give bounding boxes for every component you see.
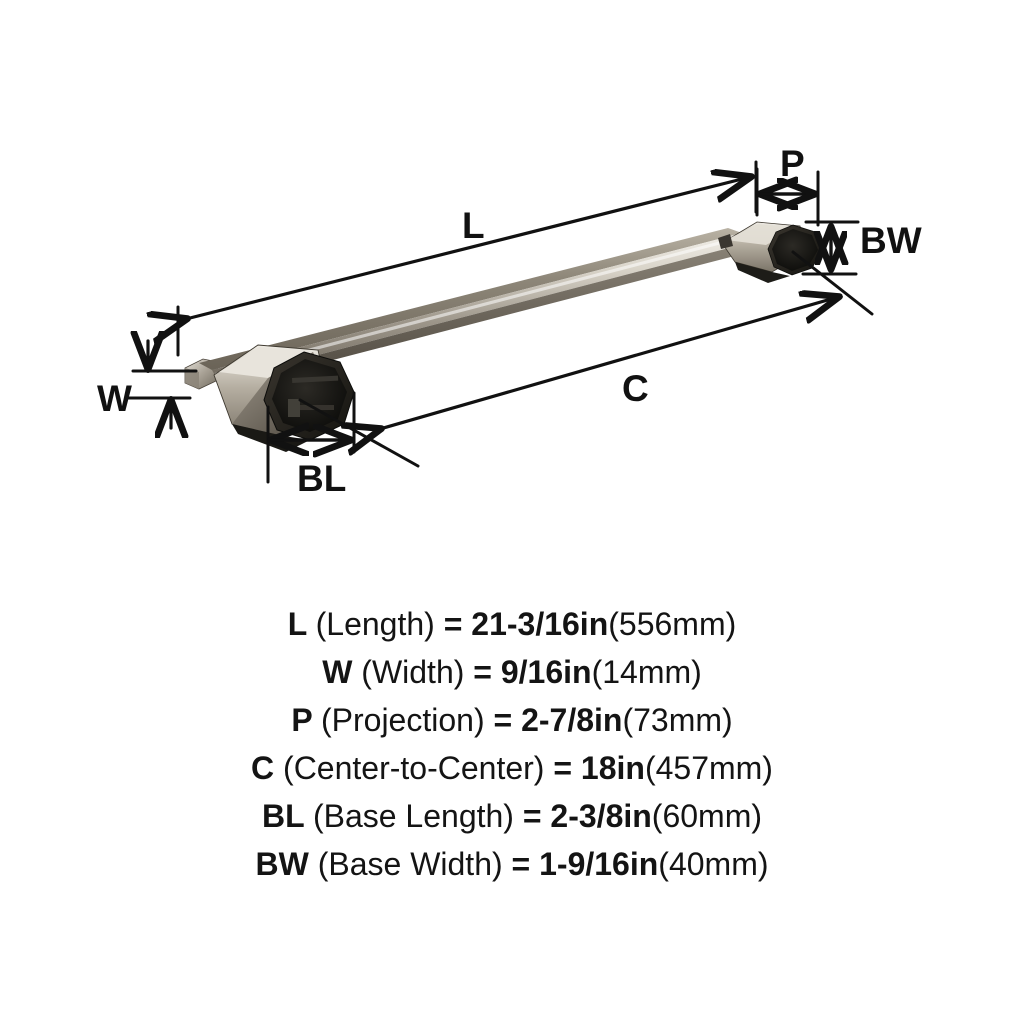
legend-value: 2-3/8in	[550, 798, 652, 834]
dimension-width-W	[126, 341, 198, 428]
legend-value: 1-9/16in	[539, 846, 659, 882]
legend-symbol: P	[291, 702, 321, 738]
legend-row: L (Length) = 21-3/16in(556mm)	[0, 600, 1024, 648]
dimension-label-center-to-center: C	[622, 368, 649, 409]
dimension-label-base-length: BL	[297, 458, 347, 499]
legend-metric: (457mm)	[644, 750, 773, 786]
legend-symbol: W	[322, 654, 362, 690]
dimension-label-base-width: BW	[860, 220, 922, 261]
legend-name: (Base Width)	[317, 846, 512, 882]
legend-equals: =	[553, 750, 581, 786]
product-dimension-drawing: L W P BW C BL	[97, 143, 922, 499]
legend-metric: (60mm)	[651, 798, 763, 834]
legend-row: C (Center-to-Center) = 18in(457mm)	[0, 744, 1024, 792]
legend-equals: =	[443, 606, 472, 642]
legend-metric: (14mm)	[591, 654, 702, 690]
legend-row: BL (Base Length) = 2-3/8in(60mm)	[0, 792, 1024, 840]
legend-row: P (Projection) = 2-7/8in(73mm)	[0, 696, 1024, 744]
dimension-label-width: W	[97, 378, 132, 419]
dimension-center-to-center-C	[298, 250, 874, 468]
dimension-legend: L (Length) = 21-3/16in(556mm)W (Width) =…	[0, 600, 1024, 888]
legend-name: (Length)	[315, 606, 444, 642]
legend-value: 21-3/16in	[471, 606, 609, 642]
legend-metric: (40mm)	[658, 846, 769, 882]
legend-name: (Projection)	[320, 702, 494, 738]
legend-equals: =	[493, 702, 522, 738]
legend-value: 9/16in	[500, 654, 592, 690]
dimension-label-projection: P	[780, 143, 805, 184]
legend-symbol: C	[251, 750, 284, 786]
dimension-base-length-BL	[266, 391, 356, 484]
legend-name: (Center-to-Center)	[283, 750, 554, 786]
legend-row: W (Width) = 9/16in(14mm)	[0, 648, 1024, 696]
legend-row: BW (Base Width) = 1-9/16in(40mm)	[0, 840, 1024, 888]
legend-equals: =	[522, 798, 551, 834]
legend-name: (Width)	[361, 654, 474, 690]
legend-name: (Base Length)	[312, 798, 523, 834]
legend-symbol: BW	[255, 846, 318, 882]
dimension-base-width-BW	[801, 220, 860, 276]
drawing-canvas	[126, 160, 874, 484]
dimension-label-length: L	[462, 205, 485, 246]
legend-symbol: BL	[261, 798, 313, 834]
legend-equals: =	[511, 846, 540, 882]
left-mounting-post	[213, 344, 355, 452]
dimension-projection-P	[755, 167, 820, 227]
legend-equals: =	[473, 654, 501, 690]
legend-metric: (73mm)	[622, 702, 733, 738]
legend-value: 2-7/8in	[521, 702, 623, 738]
legend-value: 18in	[580, 750, 645, 786]
dimension-annotations	[126, 160, 874, 484]
towel-bar-render	[184, 221, 823, 452]
legend-symbol: L	[287, 606, 316, 642]
legend-metric: (556mm)	[608, 606, 737, 642]
